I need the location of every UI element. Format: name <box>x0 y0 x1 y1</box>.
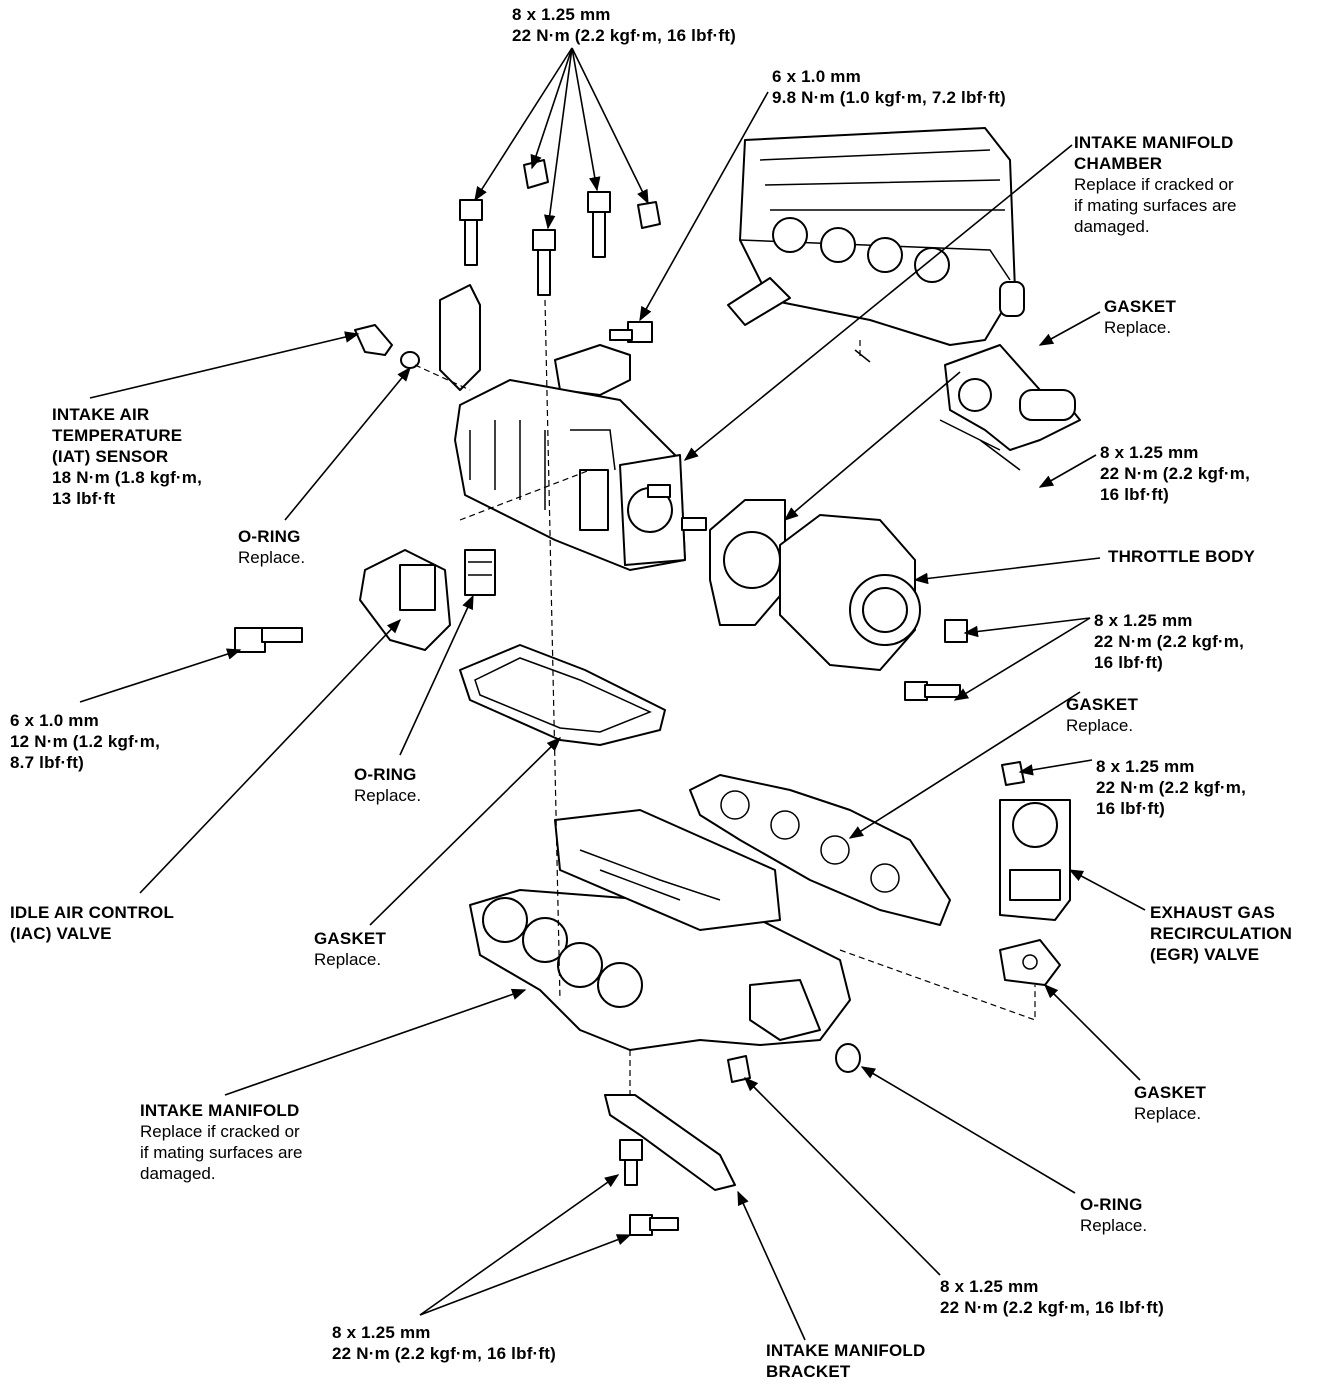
iat-line-1: INTAKE AIR <box>52 405 150 424</box>
gasket-upper-title: GASKET <box>1104 297 1177 316</box>
top-right-bolt-callout: 6 x 1.0 mm 9.8 N·m (1.0 kgf·m, 7.2 lbf·f… <box>772 66 1006 108</box>
oring-mid-note: Replace. <box>354 786 422 805</box>
intake-manifold-note-1: Replace if cracked or <box>140 1122 300 1141</box>
egr-valve-line-2: RECIRCULATION <box>1150 924 1293 943</box>
bracket-title-1: INTAKE MANIFOLD <box>766 1341 926 1360</box>
intake-manifold-title: INTAKE MANIFOLD <box>140 1101 300 1120</box>
iac-valve-line-2: (IAC) VALVE <box>10 924 112 943</box>
chamber-note-1: Replace if cracked or <box>1074 175 1234 194</box>
nut-bottom-right-torque: 22 N·m (2.2 kgf·m, 16 lbf·ft) <box>940 1298 1164 1317</box>
iat-line-3: (IAT) SENSOR <box>52 447 169 466</box>
bolt-right-1-torque-1: 22 N·m (2.2 kgf·m, <box>1100 464 1251 483</box>
cylinder-head-drawing <box>727 127 1081 471</box>
bolts-bottom-spec: 8 x 1.25 mm <box>332 1323 431 1342</box>
gasket-egr-title: GASKET <box>1134 1083 1207 1102</box>
oring-mid-callout: O-RING Replace. <box>354 764 421 806</box>
iac-bolt-spec: 6 x 1.0 mm <box>10 711 99 730</box>
gasket-upper-note: Replace. <box>1104 318 1172 337</box>
top-bolts-drawing <box>459 159 661 343</box>
iac-bolt-torque-1: 12 N·m (1.2 kgf·m, <box>10 732 161 751</box>
bolt-right-1-spec: 8 x 1.25 mm <box>1100 443 1199 462</box>
alignment-lines <box>414 299 1036 1095</box>
top-bolts-spec: 8 x 1.25 mm <box>512 5 611 24</box>
chamber-note-3: damaged. <box>1074 217 1150 236</box>
throttle-body-callout: THROTTLE BODY <box>1108 546 1255 567</box>
gasket-egr-note: Replace. <box>1134 1104 1202 1123</box>
gasket-egr-callout: GASKET Replace. <box>1134 1082 1206 1124</box>
iac-bolt-torque-2: 8.7 lbf·ft) <box>10 753 84 772</box>
gasket-lower-left-callout: GASKET Replace. <box>314 928 386 970</box>
gasket-mid-right-note: Replace. <box>1066 716 1134 735</box>
iat-line-2: TEMPERATURE <box>52 426 183 445</box>
intake-manifold-drawing <box>469 809 861 1083</box>
chamber-title-2: CHAMBER <box>1074 154 1163 173</box>
bolt-right-1-callout: 8 x 1.25 mm 22 N·m (2.2 kgf·m, 16 lbf·ft… <box>1100 442 1250 505</box>
egr-valve-callout: EXHAUST GAS RECIRCULATION (EGR) VALVE <box>1150 902 1292 965</box>
chamber-callout: INTAKE MANIFOLD CHAMBER Replace if crack… <box>1074 132 1237 237</box>
throttle-body-title: THROTTLE BODY <box>1108 547 1256 566</box>
gasket-mid-right-title: GASKET <box>1066 695 1139 714</box>
iat-line-5: 13 lbf·ft <box>52 489 116 508</box>
bolt-right-1-torque-2: 16 lbf·ft) <box>1100 485 1170 504</box>
oring-mid-title: O-RING <box>354 765 417 784</box>
bolt-right-2-torque-1: 22 N·m (2.2 kgf·m, <box>1094 632 1245 651</box>
bracket-title-2: BRACKET <box>766 1362 851 1381</box>
top-right-bolt-torque: 9.8 N·m (1.0 kgf·m, 7.2 lbf·ft) <box>772 88 1006 107</box>
manifold-gasket-drawing <box>459 644 666 746</box>
gasket-mid-right-callout: GASKET Replace. <box>1066 694 1138 736</box>
oring-lower-callout: O-RING Replace. <box>1080 1194 1147 1236</box>
oring-left-callout: O-RING Replace. <box>238 526 305 568</box>
gasket-lower-left-note: Replace. <box>314 950 382 969</box>
oring-lower-note: Replace. <box>1080 1216 1148 1235</box>
bracket-callout: INTAKE MANIFOLD BRACKET <box>766 1340 925 1382</box>
egr-valve-line-1: EXHAUST GAS <box>1150 903 1275 922</box>
chamber-title-1: INTAKE MANIFOLD <box>1074 133 1234 152</box>
iac-valve-drawing <box>234 549 496 653</box>
leader-lines <box>79 47 1146 1341</box>
egr-nut-torque-1: 22 N·m (2.2 kgf·m, <box>1096 778 1247 797</box>
egr-nut-callout: 8 x 1.25 mm 22 N·m (2.2 kgf·m, 16 lbf·ft… <box>1096 756 1246 819</box>
iac-valve-callout: IDLE AIR CONTROL (IAC) VALVE <box>10 902 174 944</box>
intake-manifold-note-2: if mating surfaces are <box>140 1143 303 1162</box>
iat-sensor-drawing <box>354 324 420 369</box>
upper-brackets-drawing <box>439 284 631 396</box>
iac-bolt-callout: 6 x 1.0 mm 12 N·m (1.2 kgf·m, 8.7 lbf·ft… <box>10 710 160 773</box>
iat-sensor-callout: INTAKE AIR TEMPERATURE (IAT) SENSOR 18 N… <box>52 404 202 509</box>
iat-line-4: 18 N·m (1.8 kgf·m, <box>52 468 203 487</box>
throttle-body-drawing <box>709 499 968 701</box>
intake-manifold-note-3: damaged. <box>140 1164 216 1183</box>
oring-lower-title: O-RING <box>1080 1195 1143 1214</box>
intake-manifold-chamber-drawing <box>454 379 707 571</box>
bolts-bottom-callout: 8 x 1.25 mm 22 N·m (2.2 kgf·m, 16 lbf·ft… <box>332 1322 556 1364</box>
gasket-lower-left-title: GASKET <box>314 929 387 948</box>
intake-manifold-callout: INTAKE MANIFOLD Replace if cracked or if… <box>140 1100 303 1184</box>
egr-nut-torque-2: 16 lbf·ft) <box>1096 799 1166 818</box>
nut-bottom-right-spec: 8 x 1.25 mm <box>940 1277 1039 1296</box>
oring-left-title: O-RING <box>238 527 301 546</box>
nut-bottom-right-callout: 8 x 1.25 mm 22 N·m (2.2 kgf·m, 16 lbf·ft… <box>940 1276 1164 1318</box>
bolts-bottom-torque: 22 N·m (2.2 kgf·m, 16 lbf·ft) <box>332 1344 556 1363</box>
egr-valve-line-3: (EGR) VALVE <box>1150 945 1260 964</box>
top-bolts-callout: 8 x 1.25 mm 22 N·m (2.2 kgf·m, 16 lbf·ft… <box>512 4 736 46</box>
bolt-right-2-callout: 8 x 1.25 mm 22 N·m (2.2 kgf·m, 16 lbf·ft… <box>1094 610 1244 673</box>
bolt-right-2-torque-2: 16 lbf·ft) <box>1094 653 1164 672</box>
gasket-upper-callout: GASKET Replace. <box>1104 296 1176 338</box>
top-bolts-torque: 22 N·m (2.2 kgf·m, 16 lbf·ft) <box>512 26 736 45</box>
chamber-note-2: if mating surfaces are <box>1074 196 1237 215</box>
egr-valve-drawing <box>999 761 1071 986</box>
bolt-right-2-spec: 8 x 1.25 mm <box>1094 611 1193 630</box>
iac-valve-line-1: IDLE AIR CONTROL <box>10 903 175 922</box>
oring-left-note: Replace. <box>238 548 306 567</box>
bracket-drawing <box>604 1094 736 1236</box>
egr-nut-spec: 8 x 1.25 mm <box>1096 757 1195 776</box>
top-right-bolt-spec: 6 x 1.0 mm <box>772 67 861 86</box>
manifold-runner-gasket-drawing <box>689 774 951 926</box>
